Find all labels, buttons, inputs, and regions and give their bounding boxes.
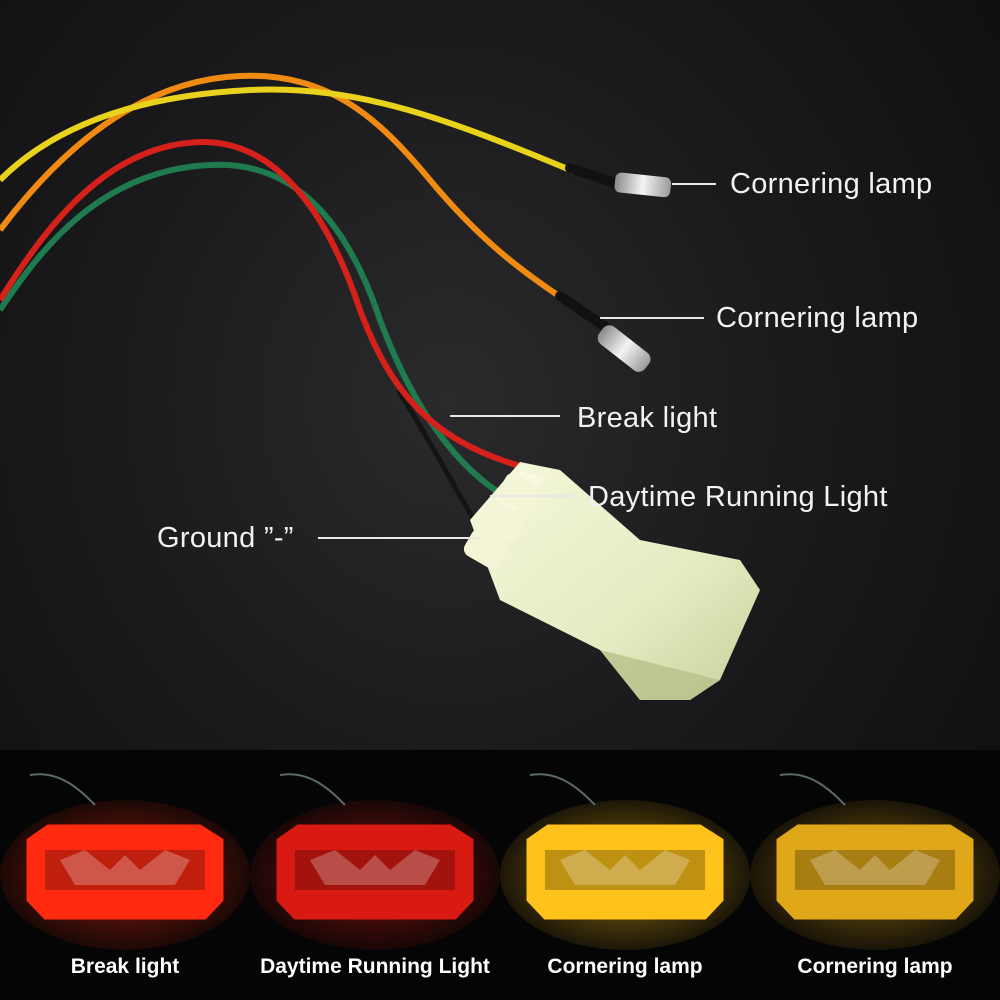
green-drl-wire bbox=[0, 161, 500, 495]
tail-lamp-cornering-image bbox=[500, 773, 750, 950]
lamp-caption: Cornering lamp bbox=[547, 955, 703, 978]
orange-cornering-wire bbox=[0, 72, 567, 303]
tail-lamp-brake-image bbox=[0, 773, 250, 950]
tail-lamp-drl-image bbox=[250, 773, 500, 950]
lamp-caption: Cornering lamp bbox=[797, 955, 953, 978]
yellow-cornering-wire bbox=[0, 86, 577, 183]
leader-line-green bbox=[490, 495, 575, 497]
leader-line-orange bbox=[600, 317, 704, 319]
label-ground: Ground ”-” bbox=[157, 522, 294, 554]
label-cornering-lamp-orange: Cornering lamp bbox=[716, 302, 919, 334]
lamp-card-brake: Break light bbox=[0, 750, 250, 1000]
orange-bullet-terminal bbox=[597, 325, 651, 372]
tail-lamp-cornering-image bbox=[750, 773, 1000, 950]
lamp-card-drl: Daytime Running Light bbox=[250, 750, 500, 1000]
label-daytime-running-light: Daytime Running Light bbox=[588, 481, 888, 513]
lamp-caption: Break light bbox=[70, 955, 180, 978]
red-brake-wire bbox=[0, 138, 521, 469]
wiring-harness-illustration bbox=[0, 72, 760, 700]
leader-line-red bbox=[450, 415, 560, 417]
lamp-card-cornering-1: Cornering lamp bbox=[500, 750, 750, 1000]
leader-line-yellow bbox=[672, 183, 716, 185]
label-break-light: Break light bbox=[577, 402, 718, 434]
black-ground-wire bbox=[395, 388, 483, 532]
lamp-mode-strip: Break light Daytime Running Light Corner… bbox=[0, 750, 1000, 1000]
lamp-caption: Daytime Running Light bbox=[260, 955, 490, 978]
yellow-bullet-terminal bbox=[614, 172, 672, 198]
connector-housing bbox=[463, 462, 760, 700]
leader-line-ground bbox=[318, 537, 478, 539]
lamp-card-cornering-2: Cornering lamp bbox=[750, 750, 1000, 1000]
label-cornering-lamp-yellow: Cornering lamp bbox=[730, 168, 933, 200]
